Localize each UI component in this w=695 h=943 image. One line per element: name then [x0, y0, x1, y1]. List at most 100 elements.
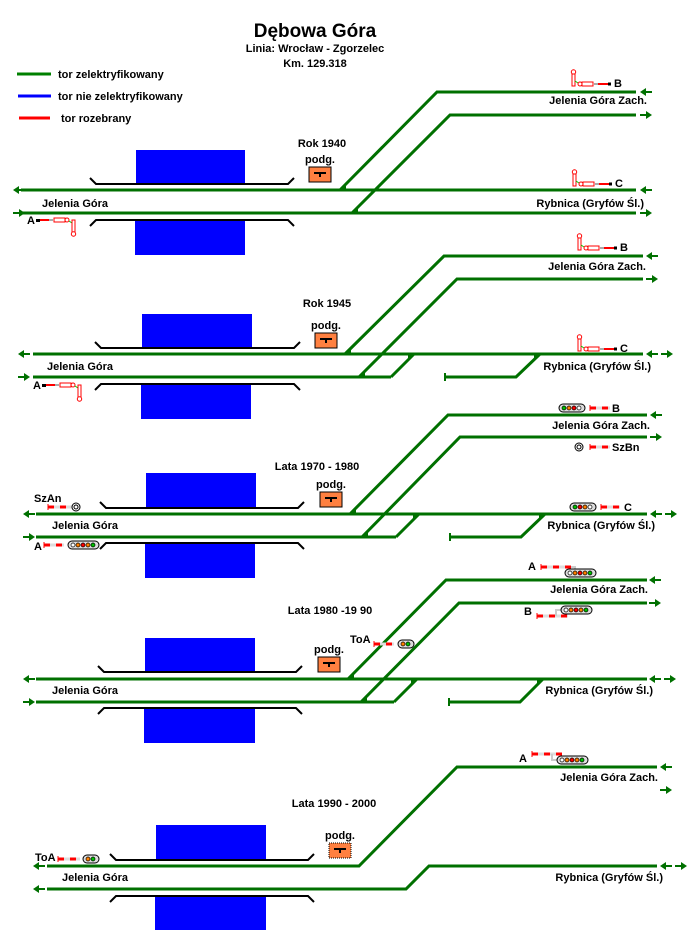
- arrow-left-icon: [646, 350, 658, 358]
- signal-label: B: [620, 242, 628, 254]
- arrow-right-icon: [664, 675, 676, 683]
- signal-box-glyph: [325, 340, 327, 343]
- platform-edge: [109, 853, 315, 861]
- platform-edge: [89, 177, 295, 185]
- legend-label-dismantled: tor rozebrany: [61, 113, 132, 125]
- switch-marker: [345, 348, 351, 354]
- arrow-right-icon: [646, 275, 658, 283]
- signal-mast: [71, 219, 76, 233]
- signal-lamp: [577, 81, 583, 87]
- podg-label: podg.: [311, 320, 341, 332]
- station-label-north-east: Jelenia Góra Zach.: [560, 772, 658, 784]
- arrow-right-icon: [13, 209, 25, 217]
- station-label-east: Rybnica (Gryfów Śl.): [545, 684, 653, 697]
- panel-1940: Rok 1940 podg. Jelenia Góra Jelenia Góra Za…: [13, 69, 652, 255]
- semaphore-signal: C: [576, 334, 628, 355]
- arrow-left-icon: [33, 885, 45, 893]
- track-siding: [445, 352, 542, 379]
- track-main-west-branch: [47, 765, 657, 868]
- period-label: Lata 1990 - 2000: [292, 798, 376, 810]
- signal-light: [578, 607, 584, 613]
- legend-label-electrified: tor zelektryfikowany: [58, 69, 165, 81]
- repeater-signal-inner: [576, 444, 582, 450]
- signal-label: A: [27, 215, 35, 227]
- signal-label: SzAn: [34, 493, 62, 505]
- switch-marker: [534, 354, 540, 360]
- track-branch-zach-2: [360, 435, 647, 539]
- semaphore-signal: A: [27, 215, 77, 237]
- signal-label: A: [33, 380, 41, 392]
- arrow-right-icon: [640, 209, 652, 217]
- podg-label: podg.: [325, 830, 355, 842]
- signal-light: [576, 405, 582, 411]
- station-label-west: Jelenia Góra: [52, 520, 119, 532]
- signal-base: [609, 182, 612, 186]
- arrow-left-icon: [33, 862, 45, 870]
- track-siding: [450, 512, 547, 539]
- signal-disc: [53, 217, 66, 223]
- signal-box-glyph: [330, 499, 332, 502]
- station-label-west: Jelenia Góra: [62, 872, 129, 884]
- signal-label: ToA: [35, 852, 56, 864]
- signal-wire: [580, 244, 585, 248]
- signal-lamp: [64, 217, 70, 223]
- signal-box-glyph: [339, 850, 341, 853]
- platform-edge: [99, 542, 305, 550]
- signal-light: [567, 570, 573, 576]
- signal-lamp: [70, 382, 76, 388]
- arrow-right-icon: [675, 862, 687, 870]
- platform-edge: [94, 383, 301, 391]
- semaphore-signal: B: [570, 69, 622, 90]
- period-label: Rok 1940: [298, 138, 346, 150]
- signal-light: [577, 504, 583, 510]
- period-label: Lata 1980 -19 90: [288, 605, 372, 617]
- switch-marker: [359, 371, 365, 377]
- arrow-right-icon: [660, 786, 672, 794]
- signal-light: [587, 504, 593, 510]
- signal-mast: [571, 73, 576, 87]
- signal-light: [566, 405, 572, 411]
- signal-light: [559, 757, 565, 763]
- arrow-right-icon: [650, 433, 662, 441]
- station-label-north-east: Jelenia Góra Zach.: [549, 95, 647, 107]
- signal-light: [85, 856, 91, 862]
- signal-mast: [572, 173, 577, 187]
- track-branch-zach-1: [348, 413, 647, 516]
- station-label-west: Jelenia Góra: [52, 685, 119, 697]
- signal-post: [555, 609, 561, 616]
- kilometer: Km. 129.318: [283, 58, 347, 70]
- signal-disc: [587, 245, 600, 251]
- signal-label: B: [524, 606, 532, 618]
- signal-base: [42, 384, 46, 387]
- signal-wire: [575, 180, 580, 184]
- arrow-left-icon: [640, 186, 652, 194]
- signal-light: [400, 641, 406, 647]
- signal-box-glyph: [328, 664, 330, 667]
- station-label-west: Jelenia Góra: [42, 198, 109, 210]
- signal-light: [582, 504, 588, 510]
- switch-marker: [350, 508, 356, 514]
- signal-label: C: [624, 502, 632, 514]
- signal-label: ToA: [350, 634, 371, 646]
- arrow-left-icon: [23, 675, 35, 683]
- platform-building: [135, 221, 245, 255]
- signal-light: [75, 542, 81, 548]
- repeater-signal-inner: [73, 504, 79, 510]
- signal-box-glyph: [314, 172, 326, 174]
- arrow-left-icon: [650, 411, 662, 419]
- signal-disc: [581, 81, 594, 87]
- switch-marker: [340, 184, 346, 190]
- arrow-left-icon: [649, 576, 661, 584]
- track-branch-zach-1: [346, 578, 647, 681]
- track-branch-zach-1: [338, 90, 636, 192]
- period-label: Rok 1945: [303, 298, 351, 310]
- podg-label: podg.: [305, 154, 335, 166]
- signal-light: [90, 542, 96, 548]
- platform-building: [156, 825, 266, 860]
- platform-building: [142, 314, 252, 348]
- signal-light: [70, 542, 76, 548]
- track-branch-zach-2: [350, 113, 636, 215]
- signal-light: [571, 405, 577, 411]
- track-branch-zach-2: [357, 277, 643, 379]
